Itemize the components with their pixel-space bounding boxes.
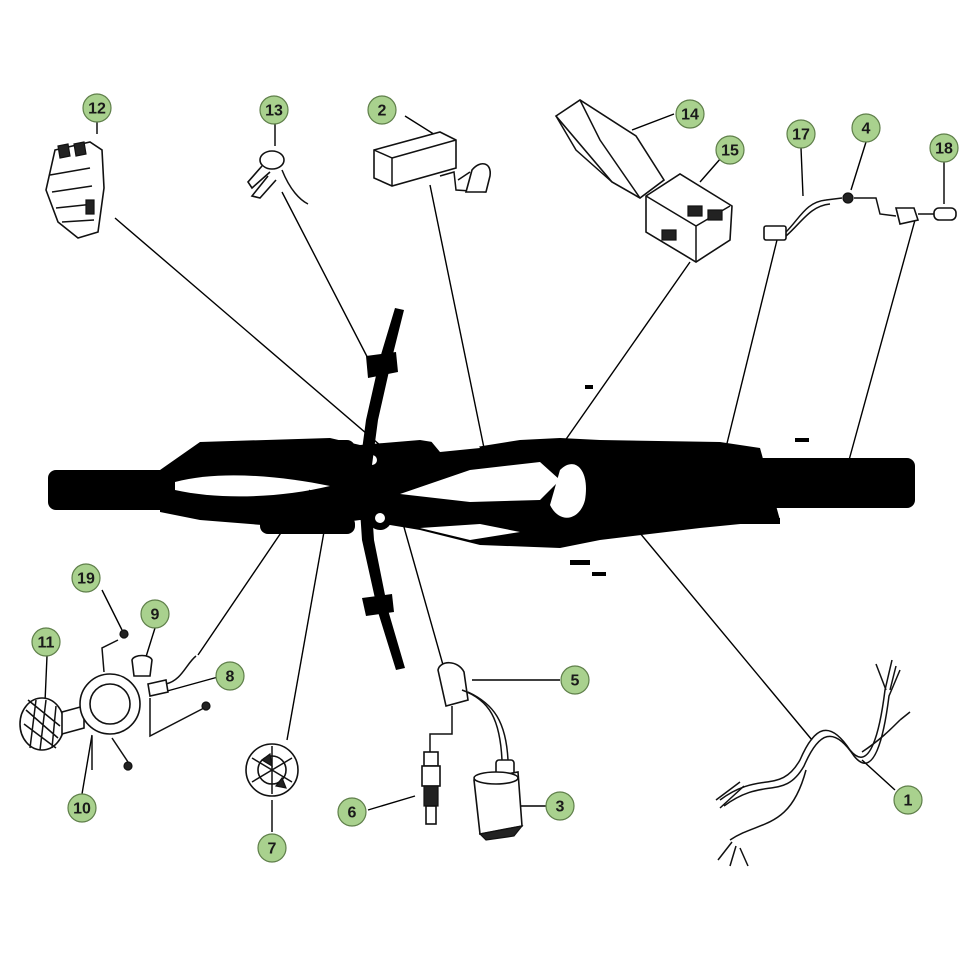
callout-label: 14 xyxy=(681,107,699,124)
wiring-harness-part xyxy=(715,659,911,867)
callout-2: 2 xyxy=(367,95,397,125)
callout-17: 17 xyxy=(786,119,816,149)
callout-5: 5 xyxy=(560,665,590,695)
callout-9: 9 xyxy=(140,599,170,629)
fork-tube-left xyxy=(260,440,355,458)
callout-label: 10 xyxy=(73,801,91,818)
callout-label: 5 xyxy=(571,673,580,690)
callout-circle xyxy=(259,95,289,125)
callout-label: 15 xyxy=(721,143,739,160)
callout-circle xyxy=(82,93,112,123)
callout-7: 7 xyxy=(257,833,287,863)
callout-label: 9 xyxy=(151,607,160,624)
callout-circle xyxy=(715,135,745,165)
callout-label: 3 xyxy=(556,799,565,816)
motorcycle-silhouette xyxy=(48,308,915,670)
fork-tube-right xyxy=(260,516,355,534)
callout-circle xyxy=(367,95,397,125)
callout-14: 14 xyxy=(675,99,705,129)
callout-circle xyxy=(67,793,97,823)
callout-circle xyxy=(851,113,881,143)
callout-6: 6 xyxy=(337,797,367,827)
headlight-assembly-part xyxy=(19,629,211,771)
callout-circle xyxy=(31,627,61,657)
callout-label: 11 xyxy=(38,635,55,652)
connector-wiring-part xyxy=(763,192,957,241)
callout-circle xyxy=(545,791,575,821)
callout-circle xyxy=(929,133,959,163)
callout-label: 6 xyxy=(348,805,357,822)
callout-label: 12 xyxy=(88,101,106,118)
callout-13: 13 xyxy=(259,95,289,125)
callout-18: 18 xyxy=(929,133,959,163)
callout-19: 19 xyxy=(71,563,101,593)
regulator-box-part xyxy=(373,131,491,193)
callout-label: 2 xyxy=(378,103,387,120)
callout-11: 11 xyxy=(31,627,61,657)
callout-label: 1 xyxy=(904,793,913,810)
callout-circle xyxy=(337,797,367,827)
callout-circle xyxy=(140,599,170,629)
leader-lines xyxy=(44,113,945,832)
callout-circle xyxy=(257,833,287,863)
callout-label: 8 xyxy=(226,669,235,686)
callout-8: 8 xyxy=(215,661,245,691)
callout-1: 1 xyxy=(893,785,923,815)
callout-label: 17 xyxy=(792,127,810,144)
callout-label: 4 xyxy=(862,121,871,138)
callout-label: 19 xyxy=(77,571,95,588)
callout-circle xyxy=(893,785,923,815)
callout-circle xyxy=(675,99,705,129)
callout-4: 4 xyxy=(851,113,881,143)
callout-circle xyxy=(786,119,816,149)
callout-12: 12 xyxy=(82,93,112,123)
callout-label: 18 xyxy=(935,141,953,158)
horn-part xyxy=(245,743,299,797)
callout-circle xyxy=(560,665,590,695)
callout-10: 10 xyxy=(67,793,97,823)
lever-switch-part xyxy=(246,150,309,205)
switch-housing-part xyxy=(45,141,105,239)
ignition-coil-part xyxy=(473,759,524,841)
callout-label: 7 xyxy=(268,841,277,858)
relay-box-part xyxy=(554,99,733,263)
callout-circle xyxy=(215,661,245,691)
ignition-cable-part xyxy=(429,661,509,779)
callout-3: 3 xyxy=(545,791,575,821)
callout-circle xyxy=(71,563,101,593)
callout-15: 15 xyxy=(715,135,745,165)
spark-plug-part xyxy=(421,751,441,825)
callout-label: 13 xyxy=(265,103,283,120)
